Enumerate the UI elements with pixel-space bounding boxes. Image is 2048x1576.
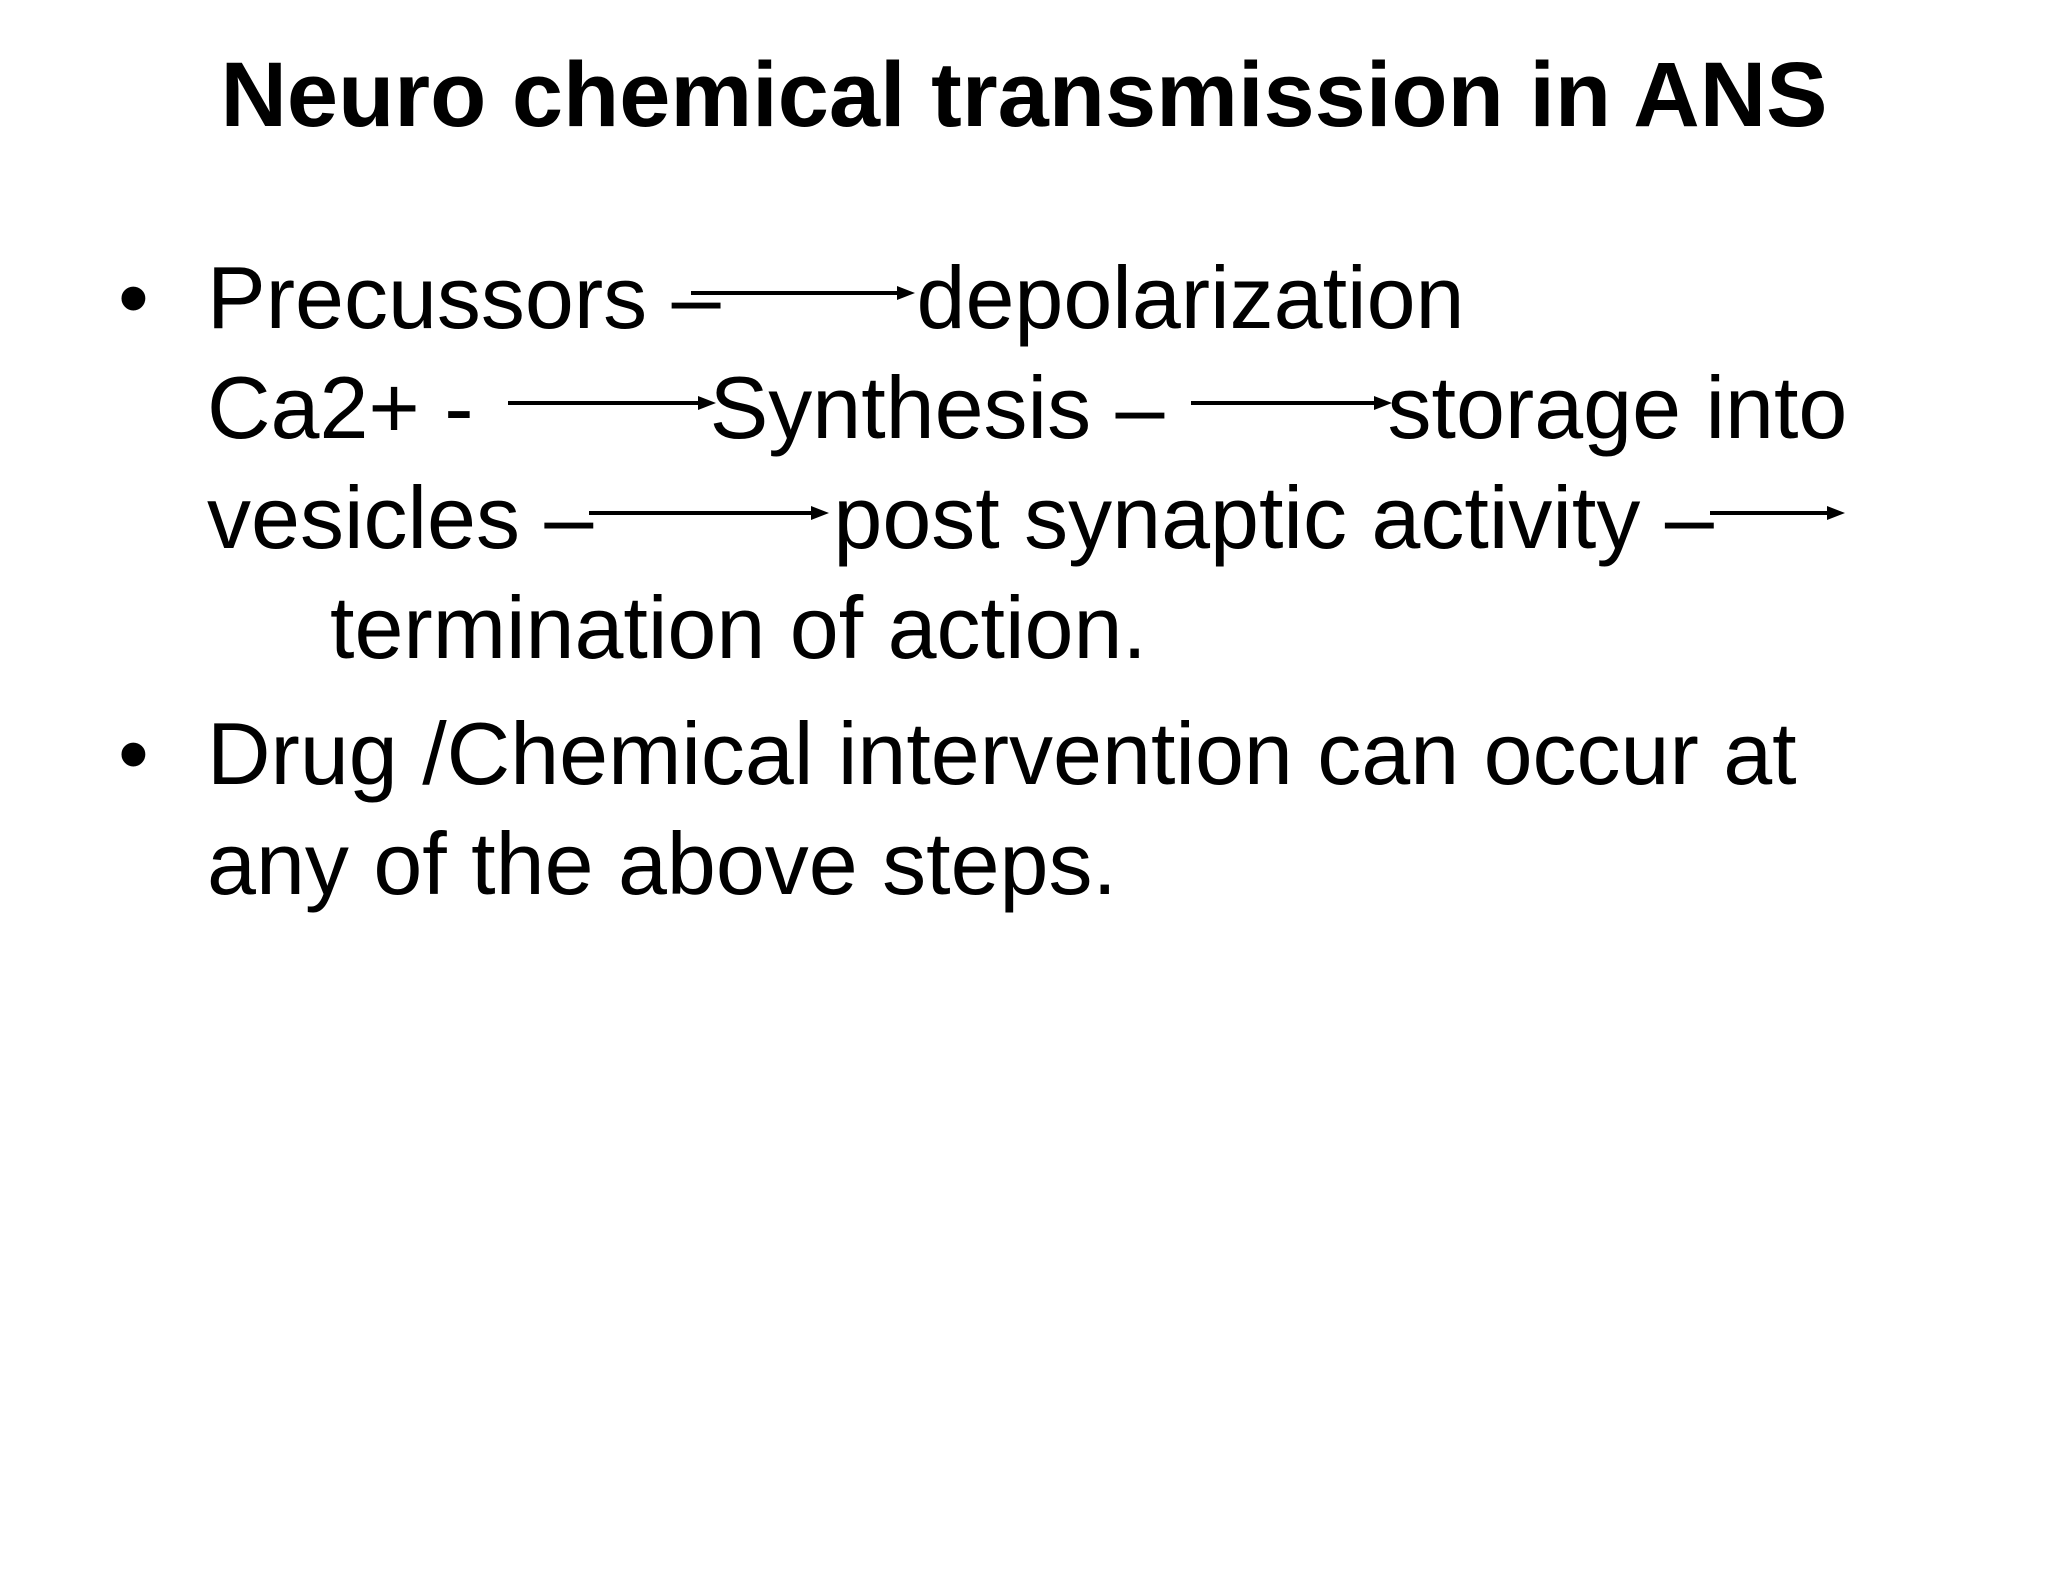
text-segment: Ca2+ -: [207, 358, 474, 457]
text-line: any of the above steps.: [207, 809, 2048, 919]
text-segment: Synthesis –: [709, 358, 1165, 457]
text-segment: any of the above steps.: [207, 814, 1117, 913]
slide: Neuro chemical transmission in ANS • Pre…: [0, 40, 2048, 1576]
bullet-content: Precussors – depolarization Ca2+ - Synthes…: [207, 243, 2048, 683]
bullet-icon: •: [118, 248, 149, 347]
text-segment: depolarization: [916, 248, 1465, 347]
right-arrow-icon: [1190, 396, 1392, 410]
text-line: Drug /Chemical intervention can occur at: [207, 699, 2048, 809]
right-arrow-icon: [589, 506, 830, 520]
right-arrow-icon: [1709, 506, 1845, 520]
text-line: Precussors – depolarization: [207, 243, 2048, 353]
right-arrow-icon: [507, 396, 716, 410]
bullet-content: Drug /Chemical intervention can occur at…: [207, 699, 2048, 919]
slide-title: Neuro chemical transmission in ANS: [220, 44, 1828, 146]
bullet-item-drug-intervention: • Drug /Chemical intervention can occur …: [0, 699, 2048, 919]
text-segment: termination of action.: [330, 578, 1147, 677]
bullet-list: • Precussors – depolarization Ca2+ - Synth…: [0, 243, 2048, 919]
text-line: Ca2+ - Synthesis – storage into: [207, 353, 2048, 463]
text-segment: post synaptic activity –: [833, 468, 1714, 567]
right-arrow-icon: [690, 286, 915, 300]
text-segment: storage into: [1387, 358, 1848, 457]
text-segment: Drug /Chemical intervention can occur at: [207, 704, 1797, 803]
text-segment: Precussors –: [207, 248, 721, 347]
text-line: termination of action.: [207, 573, 2048, 683]
bullet-icon: •: [118, 704, 149, 803]
bullet-item-neurotransmission-steps: • Precussors – depolarization Ca2+ - Synth…: [0, 243, 2048, 683]
text-segment: vesicles –: [207, 468, 594, 567]
text-line: vesicles – post synaptic activity –: [207, 463, 2048, 573]
